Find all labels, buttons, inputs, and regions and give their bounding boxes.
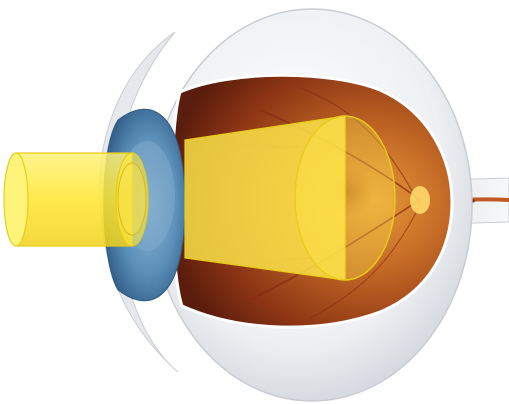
optic-disc	[410, 186, 430, 214]
